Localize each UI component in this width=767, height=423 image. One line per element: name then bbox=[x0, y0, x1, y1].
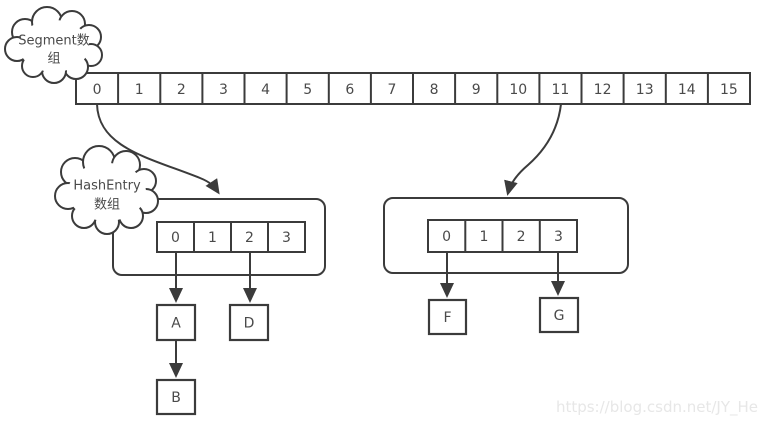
hashentry-cloud: HashEntry 数组 bbox=[54, 145, 159, 235]
segment-cell-label: 3 bbox=[219, 82, 228, 98]
node-d-box bbox=[228, 303, 270, 342]
segment-cell-label: 15 bbox=[720, 82, 738, 98]
arrow-segment11-to-right-container bbox=[504, 103, 562, 196]
node-g-box bbox=[538, 296, 580, 334]
watermark: https://blog.csdn.net/JY_He bbox=[556, 398, 758, 417]
segment-cell-label: 5 bbox=[303, 82, 312, 98]
segment-cell-label: 10 bbox=[509, 82, 527, 98]
node-a-box bbox=[155, 303, 197, 342]
hashentry-cloud-label-line1: HashEntry bbox=[73, 179, 141, 194]
hashentry-cloud-label-line2: 数组 bbox=[94, 198, 120, 213]
node-f-label: F bbox=[443, 310, 451, 326]
segment-cell-label: 7 bbox=[387, 82, 396, 98]
bucket-cell-label: 2 bbox=[245, 230, 254, 246]
entry-nodes: A D B F G bbox=[155, 296, 580, 416]
bucket-cell-label: 0 bbox=[442, 229, 451, 245]
segment-cloud-label-line2: 组 bbox=[47, 52, 60, 67]
segment-array: 0 1 2 3 4 5 6 7 8 9 10 11 12 13 14 15 bbox=[75, 72, 751, 105]
segment-cell-label: 0 bbox=[93, 82, 102, 98]
bucket-cell-label: 2 bbox=[517, 229, 526, 245]
segment-cell-label: 6 bbox=[345, 82, 354, 98]
bucket-cell-label: 0 bbox=[171, 230, 180, 246]
node-b-label: B bbox=[171, 390, 181, 406]
segment-cell-label: 4 bbox=[261, 82, 270, 98]
segment-cell-label: 13 bbox=[636, 82, 654, 98]
segment-cloud-label-line1: Segment数 bbox=[18, 34, 90, 49]
segment-array-labels: 0 1 2 3 4 5 6 7 8 9 10 11 12 13 14 15 bbox=[93, 82, 738, 98]
segment-cell-label: 2 bbox=[177, 82, 186, 98]
bucket-cell-label: 1 bbox=[208, 230, 217, 246]
bucket-node-arrows bbox=[169, 252, 565, 378]
segment-cell-label: 12 bbox=[594, 82, 612, 98]
node-a-label: A bbox=[171, 316, 181, 332]
bucket-cell-label: 1 bbox=[479, 229, 488, 245]
arrow-segment0-to-left-container bbox=[96, 103, 220, 195]
segment-cell-label: 14 bbox=[678, 82, 696, 98]
segment-array-dividers bbox=[117, 73, 709, 104]
segment-cell-label: 1 bbox=[135, 82, 144, 98]
segment-cloud: Segment数 组 bbox=[4, 6, 103, 84]
node-g-label: G bbox=[554, 308, 565, 324]
segment-cell-label: 11 bbox=[551, 82, 569, 98]
left-hashentry-container: 0 1 2 3 bbox=[112, 198, 326, 276]
right-hashentry-container: 0 1 2 3 bbox=[383, 197, 629, 274]
node-d-label: D bbox=[244, 316, 255, 332]
segment-cell-label: 9 bbox=[472, 82, 481, 98]
node-f-box bbox=[427, 298, 468, 336]
node-b-box bbox=[155, 378, 197, 416]
segment-pointer-arrows bbox=[96, 103, 562, 196]
bucket-cell-label: 3 bbox=[282, 230, 291, 246]
bucket-cell-label: 3 bbox=[554, 229, 563, 245]
segment-cell-label: 8 bbox=[430, 82, 439, 98]
